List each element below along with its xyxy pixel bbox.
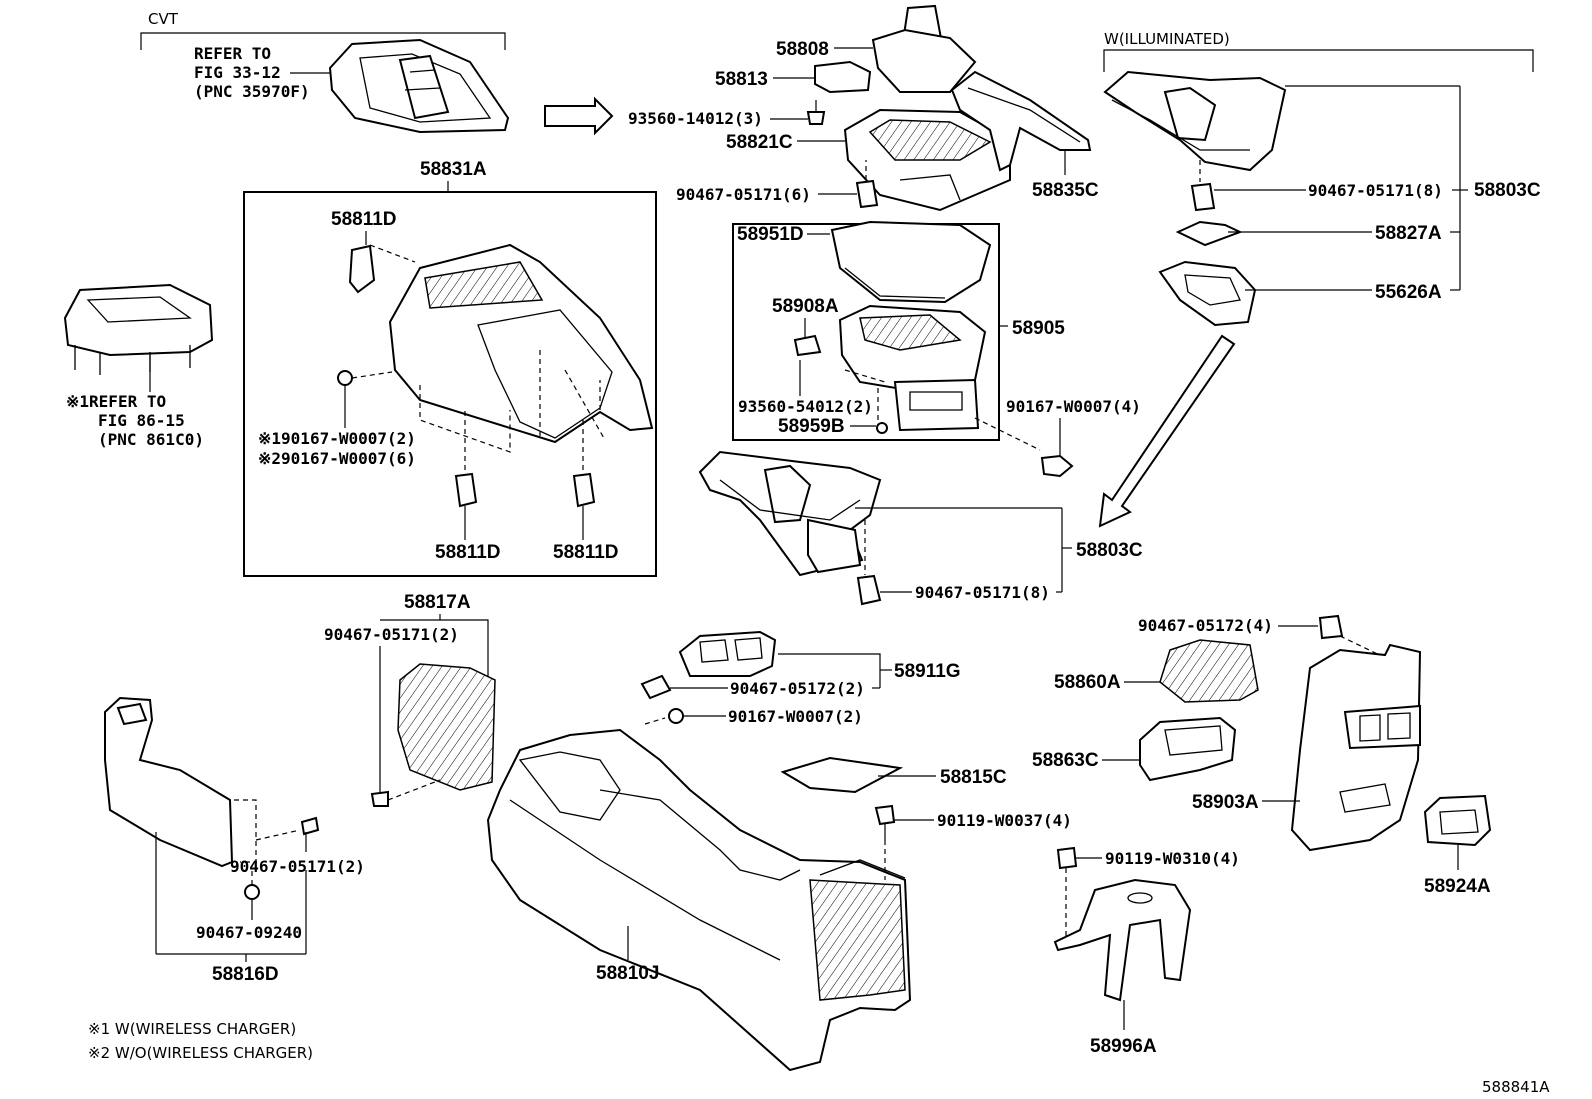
label-90467-09240: 90467-09240 — [196, 923, 302, 942]
console-upper-58803C: 58803C 90467-05171(8) — [698, 450, 1143, 606]
label-90119-W0310: 90119-W0310(4) — [1105, 849, 1240, 868]
refer-to-fig-33-line2: FIG 33-12 — [194, 63, 281, 82]
label-90467-05171-8a: 90467-05171(8) — [1308, 181, 1443, 200]
label-58996A: 58996A — [1090, 1036, 1157, 1057]
label-58911G: 58911G — [894, 661, 961, 682]
label-90467-05172-4: 90467-05172(4) — [1138, 616, 1273, 635]
illuminated-title: W(ILLUMINATED) — [1104, 30, 1230, 48]
footnote-no-wireless-charger: ※2 W/O(WIRELESS CHARGER) — [88, 1044, 313, 1062]
console-box-58905: 58951D 58908A 58905 93560-54012(2) 58959… — [732, 220, 1065, 441]
shift-boot-group: 58808 58813 93560-14012(3) 58821C 90467-… — [628, 4, 1099, 212]
label-90467-05171-6: 90467-05171(6) — [676, 185, 811, 204]
label-90467-05171-2b: 90467-05171(2) — [230, 857, 365, 876]
label-58951D: 58951D — [737, 224, 804, 245]
label-58811D-a: 58811D — [435, 542, 501, 563]
upper-panel-box: 58811D ※190167-W0007(2) ※290167-W0007(6)… — [243, 191, 657, 577]
label-58811D-b: 58811D — [553, 542, 619, 563]
label-58808: 58808 — [776, 39, 829, 60]
label-58803C-mid: 58803C — [1076, 540, 1143, 561]
label-58905: 58905 — [1012, 318, 1065, 339]
label-58810J: 58810J — [596, 963, 659, 984]
label-58903A: 58903A — [1192, 792, 1259, 813]
refer-to-fig-33-line3: (PNC 35970F) — [194, 82, 310, 101]
charger-bracket-ref: ※1REFER TO FIG 86-15 (PNC 861C0) — [63, 283, 214, 449]
label-58813: 58813 — [715, 69, 768, 90]
label-90167-x1: ※190167-W0007(2) — [258, 429, 416, 448]
label-90167-4: 90167-W0007(4) — [1006, 397, 1141, 416]
footnote-wireless-charger: ※1 W(WIRELESS CHARGER) — [88, 1020, 296, 1038]
label-58924A: 58924A — [1424, 876, 1491, 897]
label-55626A: 55626A — [1375, 282, 1442, 303]
label-58827A: 58827A — [1375, 223, 1442, 244]
cvt-group: CVT REFER TO FIG 33-12 (PNC 35970F) 5883… — [140, 10, 510, 192]
refer-to-fig-86-line1: ※1REFER TO — [66, 392, 166, 411]
label-58815C: 58815C — [940, 767, 1007, 788]
label-90467-05171-8b: 90467-05171(8) — [915, 583, 1050, 602]
arrow-diagonal — [1098, 334, 1236, 528]
label-58817A: 58817A — [404, 592, 471, 613]
label-90119-W0037: 90119-W0037(4) — [937, 811, 1072, 830]
label-90167-2: 90167-W0007(2) — [728, 707, 863, 726]
label-58816D: 58816D — [212, 964, 279, 985]
refer-to-fig-33-line1: REFER TO — [194, 44, 271, 63]
shift-panel-58831A — [328, 38, 510, 134]
console-body-58810J: 58810J — [486, 728, 912, 1072]
label-58959B: 58959B — [778, 416, 845, 437]
rear-duct-group: 90467-05172(4) 58860A 58863C 58903A 5892… — [1032, 614, 1492, 897]
side-panel-58817A: 58817A 90467-05171(2) — [324, 592, 496, 807]
label-58863C: 58863C — [1032, 750, 1099, 771]
label-58831A: 58831A — [420, 159, 487, 180]
mat-58815C — [780, 756, 904, 794]
label-93560-14012: 93560-14012(3) — [628, 109, 763, 128]
label-93560-54012: 93560-54012(2) — [738, 397, 873, 416]
refer-to-fig-86-line3: (PNC 861C0) — [98, 430, 204, 449]
label-58811D-top: 58811D — [331, 209, 397, 230]
label-90467-05172-2: 90467-05172(2) — [730, 679, 865, 698]
label-90467-05171-2a: 90467-05171(2) — [324, 625, 459, 644]
figure-id: 588841A — [1482, 1078, 1550, 1096]
switch-58911G: 58911G 90467-05172(2) 90167-W0007(2) — [640, 630, 961, 726]
label-58860A: 58860A — [1054, 672, 1121, 693]
arrow-right — [544, 96, 614, 136]
side-panel-58816D: 90467-05171(2) 90467-09240 58816D — [104, 696, 365, 985]
label-58803C-top: 58803C — [1474, 180, 1541, 201]
label-90167-x2: ※290167-W0007(6) — [258, 449, 416, 468]
label-58821C: 58821C — [726, 132, 793, 153]
cvt-title: CVT — [148, 10, 179, 28]
refer-to-fig-86-line2: FIG 86-15 — [98, 411, 185, 430]
illuminated-group: W(ILLUMINATED) 90467-05171(8) 58803C 588… — [1103, 30, 1541, 327]
label-58835C: 58835C — [1032, 180, 1099, 201]
bracket-58996A: 90119-W0310(4) 58996A — [1053, 846, 1240, 1057]
label-58908A: 58908A — [772, 296, 839, 317]
